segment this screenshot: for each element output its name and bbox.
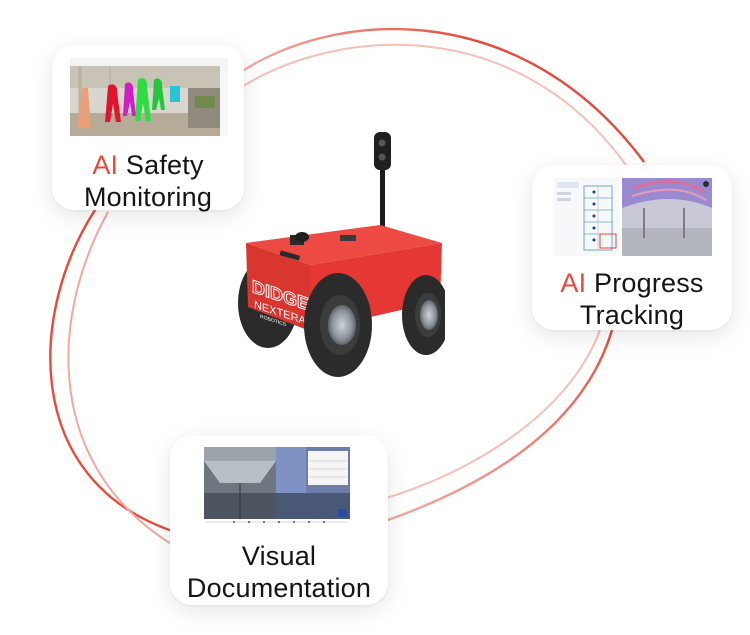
worker-segment-green-2 [152, 78, 165, 110]
card-visual-documentation: Visual Documentation [170, 435, 388, 605]
mast-camera [374, 132, 391, 170]
card-ai-progress-tracking: AI Progress Tracking [532, 165, 732, 330]
orbit-arc-left-inner [67, 211, 179, 549]
visual-documentation-screenshot [204, 447, 350, 525]
worker-segment-magenta [123, 82, 136, 116]
progress-label-line2: Tracking [579, 300, 685, 330]
orbit-arc-left-outer [49, 209, 176, 534]
progress-label: AI Progress Tracking [532, 267, 732, 331]
safety-label: AI Safety Monitoring [52, 149, 244, 213]
documentation-label: Visual Documentation [170, 540, 388, 604]
camera-mast [380, 165, 385, 245]
progress-tracking-screenshot [554, 178, 712, 256]
object-segment-cyan [170, 86, 180, 102]
safety-label-accent: AI [92, 150, 119, 180]
progress-label-accent: AI [560, 268, 587, 298]
documentation-label-line2: Documentation [186, 573, 372, 603]
safety-label-line1: Safety [118, 150, 204, 180]
progress-label-line1: Progress [586, 268, 704, 298]
orbit-arc-right-inner [379, 329, 601, 501]
orbit-arc-top-outer [231, 27, 645, 163]
didge-robot: DIDGE NEXTERA ROBOTICS [238, 132, 445, 377]
orbit-arc-top-inner [239, 43, 629, 169]
orbit-arc-right-outer [387, 329, 614, 522]
worker-segment-red [105, 84, 121, 122]
card-ai-safety-monitoring: AI Safety Monitoring [52, 45, 244, 213]
worker-segment-orange [77, 88, 91, 128]
safety-monitoring-screenshot [70, 58, 228, 136]
robot-body-front [246, 243, 310, 331]
safety-label-line2: Monitoring [83, 182, 213, 212]
worker-segment-green-1 [135, 77, 151, 121]
documentation-label-line1: Visual [241, 541, 317, 571]
